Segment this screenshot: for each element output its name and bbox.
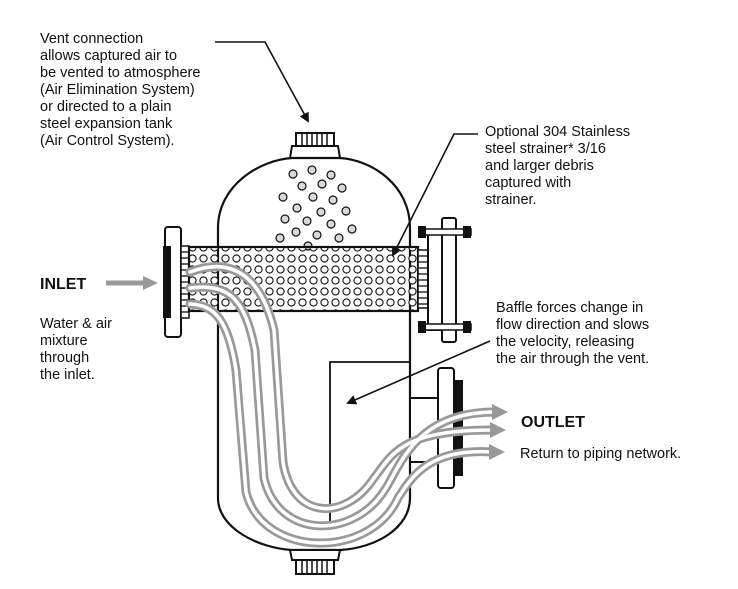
baffle-leader: [346, 340, 491, 405]
strainer-callout-text: Optional 304 Stainless steel strainer* 3…: [485, 124, 631, 208]
drain-connection: [288, 549, 342, 575]
flow-path: [185, 262, 500, 548]
inlet-flange: [163, 226, 190, 338]
return-label: Return to piping network.: [520, 446, 682, 462]
vent-connection: [288, 132, 342, 159]
strainer-leader: [392, 133, 478, 257]
inlet-title: INLET: [40, 276, 87, 293]
outlet-title: OUTLET: [521, 414, 585, 431]
baffle: [329, 361, 410, 522]
baffle-callout-text: Baffle forces change in flow direction a…: [496, 300, 650, 367]
vent-callout-text: Vent connection allows captured air to b…: [40, 31, 201, 149]
strainer: [187, 245, 420, 313]
callout-leaders: [215, 41, 491, 405]
inlet-arrow: [106, 276, 158, 290]
outlet-arrows: [489, 404, 508, 460]
strainer-access-flange: [417, 217, 472, 343]
vent-leader: [215, 41, 309, 123]
inlet-description: Water & air mixture through the inlet.: [40, 316, 112, 383]
